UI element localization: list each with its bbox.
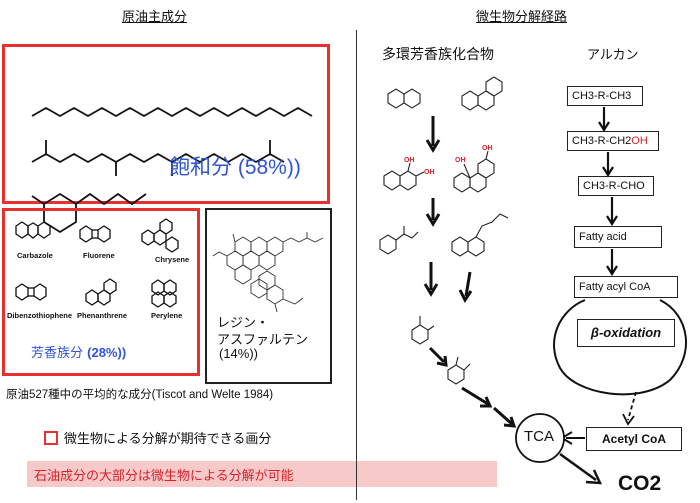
- salicylate-structure: [411, 316, 435, 345]
- asphaltene-structure: [212, 232, 324, 313]
- oh-label-1: OH: [404, 157, 415, 164]
- alkane-step-2-box: CH3-R-CH2OH: [567, 131, 659, 151]
- alkane-step-3-box: CH3-R-CHO: [578, 176, 654, 196]
- acetyl-coa-dashed-arrow: [627, 391, 637, 421]
- conclusion-text: 石油成分の大部分は微生物による分解が可能: [34, 469, 294, 484]
- saturates-box: 飽和分 (58%)): [2, 44, 330, 234]
- beta-oxidation-box: β-oxidation: [577, 319, 675, 347]
- phenanthrene-pathway-structure: [461, 76, 503, 111]
- naphthalene-structure: [387, 88, 421, 109]
- source-citation: 原油527種中の平均的な成分(Tiscot and Welte 1984): [6, 389, 274, 401]
- perylene-structure: [151, 279, 177, 308]
- naphthalene-cleavage-structure: [379, 226, 419, 255]
- fluorene-structure: [79, 225, 111, 243]
- aromatic-structures: [15, 218, 179, 308]
- legend-swatch: [44, 431, 58, 445]
- degradation-pathway-header: 微生物分解経路: [476, 10, 568, 25]
- alkane-step-1-box: CH3-R-CH3: [567, 86, 643, 106]
- branched-alkane-chain: [31, 152, 285, 164]
- aromatics-label-percent: (28%)): [87, 345, 127, 360]
- compound-label-chrysene: Chrysene: [155, 255, 190, 264]
- vertical-divider: [356, 30, 357, 500]
- phenanthrene-structure: [85, 278, 117, 306]
- saturates-label: 飽和分 (58%)): [169, 156, 301, 179]
- aromatics-box: Carbazole Fluorene Chrysene Dibenzothiop…: [2, 208, 200, 376]
- phenanthrene-diol-structure: [453, 150, 495, 193]
- aromatics-label: 芳香族分 (28%)): [31, 342, 126, 361]
- naphthalene-diol-structure: [383, 162, 425, 191]
- resins-asphaltenes-box: レジン・ アスファルテン (14%)): [205, 208, 332, 384]
- alkane-step-2-text: CH3-R-CH2: [572, 135, 632, 147]
- dibenzothiophene-structure: [15, 283, 47, 301]
- alkane-step-2-oh: OH: [631, 135, 648, 147]
- phenanthrene-cleavage-structure: [451, 213, 509, 257]
- tca-label: TCA: [524, 428, 554, 445]
- compound-label-dibenzothiophene: Dibenzothiophene: [7, 311, 72, 320]
- pah-column-title: 多環芳香族化合物: [382, 47, 494, 63]
- carbazole-structure: [15, 221, 51, 239]
- beta-oxidation-loop: [553, 299, 687, 396]
- legend-text: 微生物による分解が期待できる画分: [64, 432, 272, 447]
- chrysene-structure: [141, 218, 179, 253]
- catechol-structure: [447, 356, 471, 385]
- compound-label-fluorene: Fluorene: [83, 251, 115, 260]
- resins-label-line3: (14%)): [219, 346, 259, 361]
- fatty-acid-box: Fatty acid: [574, 226, 662, 248]
- n-alkane-chain: [31, 106, 313, 118]
- oh-label-4: OH: [455, 157, 466, 164]
- compound-label-perylene: Perylene: [151, 311, 183, 320]
- conclusion-banner: [27, 461, 497, 487]
- fatty-acyl-coa-box: Fatty acyl CoA: [574, 276, 678, 298]
- oh-label-2: OH: [424, 169, 435, 176]
- oh-label-3: OH: [482, 145, 493, 152]
- compound-label-carbazole: Carbazole: [17, 251, 53, 260]
- alkane-column-title: アルカン: [587, 48, 639, 63]
- aromatics-label-text: 芳香族分: [31, 346, 88, 361]
- tca-cycle-circle: [515, 413, 565, 463]
- co2-label: CO2: [618, 472, 662, 495]
- resins-label-line2: アスファルテン: [217, 333, 309, 348]
- resins-label-line1: レジン・: [217, 316, 270, 331]
- acetyl-coa-box: Acetyl CoA: [586, 427, 682, 451]
- compound-label-phenanthrene: Phenanthrene: [77, 311, 128, 320]
- crude-oil-header: 原油主成分: [122, 10, 188, 25]
